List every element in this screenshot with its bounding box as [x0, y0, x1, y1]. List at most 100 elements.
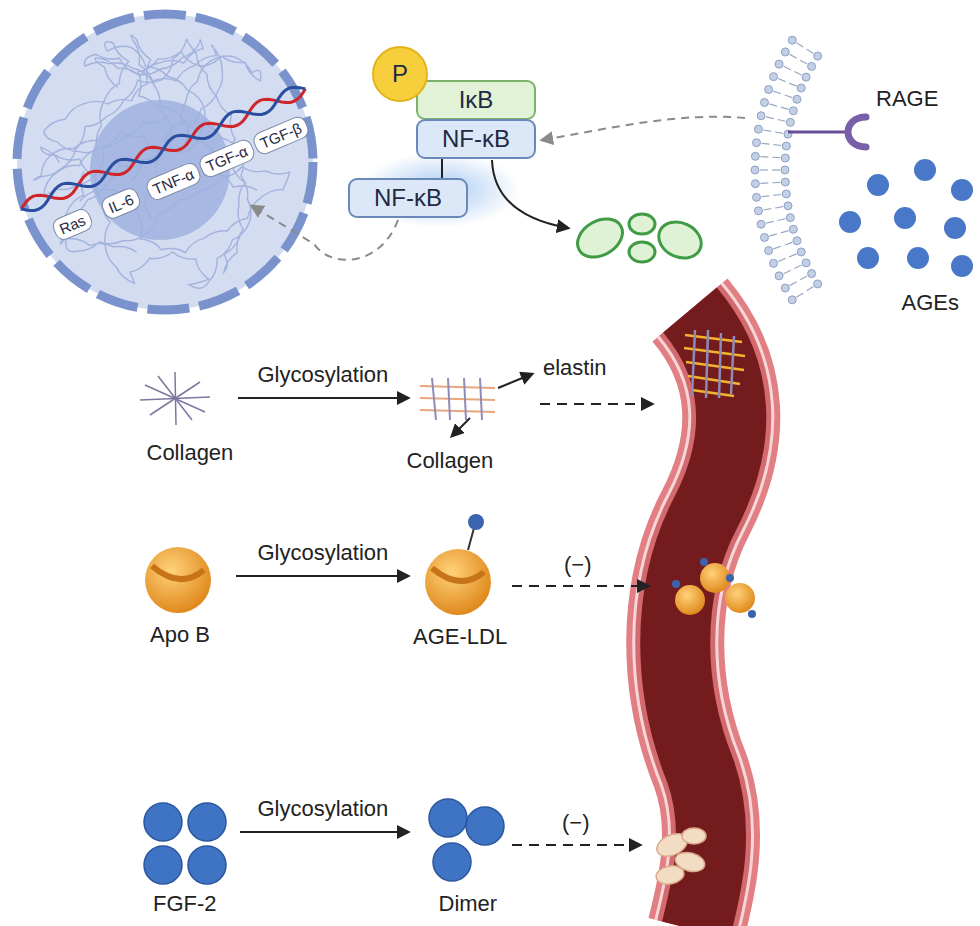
cell-membrane	[775, 207, 783, 208]
cell-membrane	[800, 276, 807, 280]
degraded-ikb	[629, 214, 655, 234]
vessel-ldl	[726, 574, 734, 582]
crosslinked-collagen	[480, 378, 482, 420]
cell-membrane	[781, 284, 789, 292]
collagen-fiber	[158, 376, 192, 420]
cell-membrane	[802, 73, 810, 81]
cell-membrane	[797, 84, 805, 92]
text-label: RAGE	[873, 86, 941, 111]
cell-membrane	[757, 220, 765, 228]
apob-particle	[145, 547, 211, 613]
cell-membrane	[785, 95, 793, 98]
collagen-fiber	[140, 372, 210, 425]
cell-membrane	[769, 73, 777, 81]
protein-box: NF-κB	[416, 119, 536, 159]
vessel-ldl	[748, 610, 756, 618]
vessel-ldl	[672, 558, 756, 618]
chromatin	[34, 35, 290, 288]
phosphate-circle: P	[372, 46, 428, 102]
cell-membrane	[765, 247, 773, 255]
cell-membrane	[800, 60, 807, 64]
age-ldl-particle	[425, 549, 491, 615]
cell-membrane	[789, 254, 796, 257]
dna-helix	[21, 87, 305, 210]
age-ldl-particle	[425, 514, 491, 615]
cell-membrane	[775, 132, 783, 133]
cell-membrane	[751, 166, 759, 174]
cell-membrane	[781, 231, 789, 233]
age-ldl-particle	[468, 528, 474, 550]
ages-particles	[867, 174, 889, 196]
ages-particles	[914, 159, 936, 181]
connector	[441, 159, 443, 178]
cell-membrane	[794, 265, 801, 268]
fgf2-monomers	[144, 803, 182, 841]
fgf2-dimer	[429, 799, 467, 837]
cell-membrane	[789, 83, 796, 86]
text-label: Collagen	[404, 448, 497, 473]
vessel-cells	[682, 828, 706, 844]
fgf2-dimer	[433, 843, 471, 881]
cell-membrane	[754, 125, 762, 133]
vessel-ldl	[725, 583, 755, 613]
cell-membrane	[782, 142, 790, 150]
cell-membrane	[775, 272, 783, 280]
cell-membrane	[772, 169, 780, 170]
effect-arrow	[512, 585, 648, 587]
cell-membrane	[784, 270, 791, 273]
cell-membrane	[772, 157, 780, 159]
cell-membrane	[786, 118, 794, 126]
cell-membrane	[793, 237, 801, 245]
nucleus	[17, 14, 313, 310]
cell-membrane	[781, 154, 789, 162]
reaction-arrow	[240, 831, 408, 833]
fgf2-dimer	[429, 799, 504, 881]
ages-particles	[951, 179, 973, 201]
pointer-arrow	[498, 374, 532, 388]
ages-particles	[944, 217, 966, 239]
vessel-crosslinks	[731, 336, 734, 394]
blood-vessel	[675, 310, 731, 926]
cell-membrane	[757, 112, 765, 120]
degradation-arrow	[492, 160, 568, 228]
text-label: AGE-LDL	[410, 624, 510, 649]
age-ldl-particle	[432, 568, 484, 581]
cell-membrane	[784, 66, 791, 69]
crosslinked-collagen	[420, 410, 495, 412]
rage-receptor	[788, 117, 866, 147]
apob-particle	[152, 566, 204, 579]
cell-membrane	[773, 246, 781, 249]
degraded-ikb	[571, 211, 707, 264]
fgf2-monomers	[144, 846, 182, 884]
cell-membrane	[772, 182, 780, 184]
rage-receptor	[848, 117, 866, 147]
text-label: (−)	[561, 552, 595, 577]
node-text: NF-κB	[374, 184, 442, 212]
ages-particles	[857, 247, 879, 269]
signal-arrow	[542, 117, 745, 140]
ages-particles	[839, 159, 973, 277]
degraded-ikb	[571, 211, 630, 264]
cell-membrane	[814, 52, 822, 60]
cell-membrane	[753, 139, 761, 147]
blood-vessel	[675, 310, 731, 926]
nucleus	[17, 14, 313, 310]
cell-membrane	[784, 202, 792, 210]
cell-membrane	[760, 169, 768, 170]
cell-membrane	[814, 280, 822, 288]
crosslinked-collagen	[464, 378, 466, 420]
cell-membrane	[781, 48, 789, 56]
cell-membrane	[782, 190, 790, 198]
node-text: NF-κB	[442, 125, 510, 153]
cell-membrane	[781, 166, 789, 174]
vessel-crosslinks	[706, 330, 708, 398]
degraded-ikb	[653, 215, 707, 264]
ages-particles	[894, 207, 916, 229]
rage-receptor	[788, 131, 846, 134]
degraded-ikb	[629, 242, 655, 262]
fgf2-monomers	[188, 803, 226, 841]
cell-membrane	[761, 195, 769, 197]
cell-membrane	[797, 248, 805, 256]
pointer-arrow	[452, 418, 470, 436]
crosslinked-collagen	[432, 378, 436, 420]
